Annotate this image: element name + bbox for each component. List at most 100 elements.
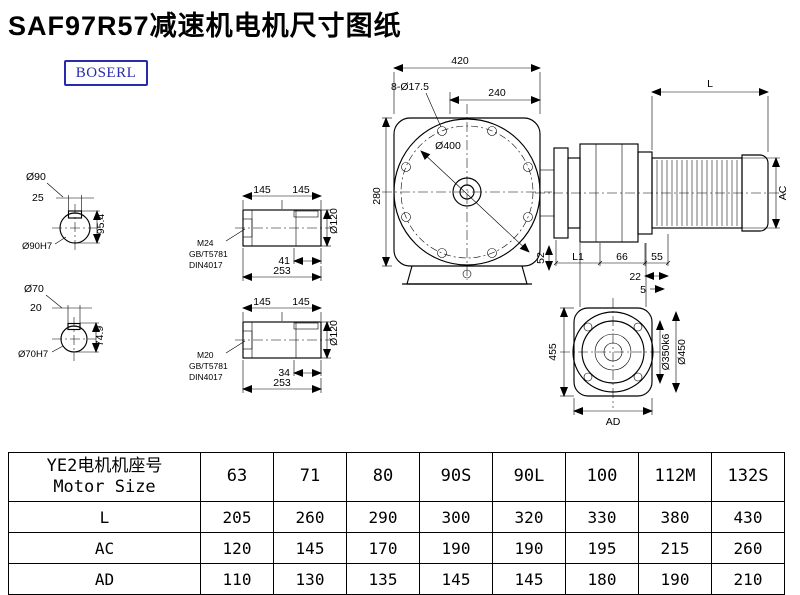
dim-std-din-top: DIN4017 [189, 260, 223, 270]
keyway-90 [67, 210, 83, 219]
shaft-side-view-top: 145 145 Ø120 M24 GB/T5781 DIN4017 41 253 [189, 184, 340, 281]
table-cell: 145 [273, 532, 347, 564]
table-cell: 145 [419, 563, 493, 595]
dim-shaft-dia-70: Ø70 [24, 283, 44, 295]
table-header-en: Motor Size [53, 477, 156, 497]
motor-fins [656, 160, 738, 226]
table-cell: 170 [346, 532, 420, 564]
row-label: AD [8, 563, 201, 595]
table-cell: 110 [200, 563, 274, 595]
output-flange-view [560, 243, 666, 408]
page-title: SAF97R57减速机电机尺寸图纸 [8, 11, 402, 41]
brand-logo: BOSERL [64, 60, 148, 86]
table-cell: 210 [711, 563, 785, 595]
table-cell: 330 [565, 501, 639, 533]
shaft-end-view-top: Ø90 25 95.4 Ø90H7 [22, 171, 107, 252]
dim-flange-dia-400: Ø400 [435, 140, 461, 152]
dim-key-height-95-4: 95.4 [95, 214, 107, 235]
keyway-70 [67, 322, 81, 331]
table-header-cell: 100 [565, 452, 639, 502]
table-header-cell: 63 [200, 452, 274, 502]
table-cell: 130 [273, 563, 347, 595]
dim-66: 66 [616, 251, 628, 263]
table-row-AC: AC 120 145 170 190 190 195 215 260 [8, 532, 785, 564]
table-cell: 300 [419, 501, 493, 533]
dim-145-d: 145 [292, 296, 310, 308]
table-cell: 190 [638, 563, 712, 595]
table-cell: 145 [492, 563, 566, 595]
motor-side-dims: L AC L1 66 55 22 5 [553, 78, 789, 296]
motor-size-table: YE2电机机座号 Motor Size 63 71 80 90S 90L 100… [8, 452, 785, 595]
table-cell: 180 [565, 563, 639, 595]
dim-total-253-top: 253 [273, 265, 291, 277]
motor-side-view [535, 143, 784, 243]
dim-AD: AD [606, 416, 621, 428]
dim-motor-length-L: L [707, 78, 713, 90]
output-flange-dims: 455 Ø350k6 Ø450 AD [547, 307, 688, 428]
table-header-row: YE2电机机座号 Motor Size 63 71 80 90S 90L 100… [8, 452, 785, 502]
shaft-side-view-bottom: 145 145 Ø120 M20 GB/T5781 DIN4017 34 253 [189, 296, 340, 393]
dim-bore-70h7: Ø70H7 [18, 349, 48, 360]
dim-55: 55 [651, 251, 663, 263]
table-cell: 120 [200, 532, 274, 564]
table-cell: 215 [638, 532, 712, 564]
brand-logo-text: BOSERL [75, 64, 137, 81]
table-cell: 430 [711, 501, 785, 533]
dim-thread-m24: M24 [197, 238, 214, 248]
table-row-AD: AD 110 130 135 145 145 180 190 210 [8, 563, 785, 595]
dim-145-a: 145 [253, 184, 271, 196]
dim-key-height-74-9: 74.9 [94, 326, 106, 347]
table-cell: 190 [492, 532, 566, 564]
technical-drawing: Ø90 25 95.4 Ø90H7 Ø70 20 74.9 Ø70H7 [18, 55, 789, 428]
dim-std-din-bottom: DIN4017 [189, 372, 223, 382]
dim-bolt-holes-8-17-5: 8-Ø17.5 [391, 81, 429, 93]
dim-spigot-350k6: Ø350k6 [660, 333, 672, 370]
table-header-cell: 90L [492, 452, 566, 502]
dim-thread-m20: M20 [197, 350, 214, 360]
dim-145-b: 145 [292, 184, 310, 196]
dim-key-len-34: 34 [278, 367, 290, 379]
dim-std-gb-top: GB/T5781 [189, 249, 228, 259]
gearbox-front-dims: 420 240 8-Ø17.5 Ø400 280 52 [371, 55, 553, 271]
table-cell: 195 [565, 532, 639, 564]
dim-L1: L1 [572, 251, 584, 263]
table-cell: 260 [273, 501, 347, 533]
dim-motor-dia-AC: AC [777, 185, 789, 200]
row-label: L [8, 501, 201, 533]
dim-foot-52: 52 [535, 252, 547, 264]
table-cell: 190 [419, 532, 493, 564]
gearbox-front-view [382, 104, 552, 285]
table-cell: 290 [346, 501, 420, 533]
dim-flange-240: 240 [488, 87, 506, 99]
shaft-end-view-bottom: Ø70 20 74.9 Ø70H7 [18, 283, 106, 361]
table-header-cell: 132S [711, 452, 785, 502]
dim-total-253-bottom: 253 [273, 377, 291, 389]
dim-dia-120-bottom: Ø120 [328, 320, 340, 346]
dim-bore-90h7: Ø90H7 [22, 241, 52, 252]
dim-overall-420: 420 [451, 55, 469, 67]
dim-145-c: 145 [253, 296, 271, 308]
row-label: AC [8, 532, 201, 564]
dim-flange-450: Ø450 [676, 339, 688, 365]
table-header-cn: YE2电机机座号 [46, 455, 163, 476]
table-header-cell: 112M [638, 452, 712, 502]
dim-key-len-41: 41 [278, 255, 290, 267]
table-header-motor-size: YE2电机机座号 Motor Size [8, 452, 201, 502]
dim-key-width-25: 25 [32, 192, 44, 204]
dim-shaft-dia-90: Ø90 [26, 171, 46, 183]
dim-key-width-20: 20 [30, 302, 42, 314]
table-cell: 260 [711, 532, 785, 564]
table-header-cell: 80 [346, 452, 420, 502]
table-cell: 135 [346, 563, 420, 595]
table-cell: 380 [638, 501, 712, 533]
dim-dia-120-top: Ø120 [328, 208, 340, 234]
table-header-cell: 90S [419, 452, 493, 502]
table-cell: 320 [492, 501, 566, 533]
table-header-cell: 71 [273, 452, 347, 502]
dim-22: 22 [629, 271, 641, 283]
dim-std-gb-bottom: GB/T5781 [189, 361, 228, 371]
dim-5: 5 [640, 284, 646, 296]
table-cell: 205 [200, 501, 274, 533]
dim-455: 455 [547, 343, 559, 361]
